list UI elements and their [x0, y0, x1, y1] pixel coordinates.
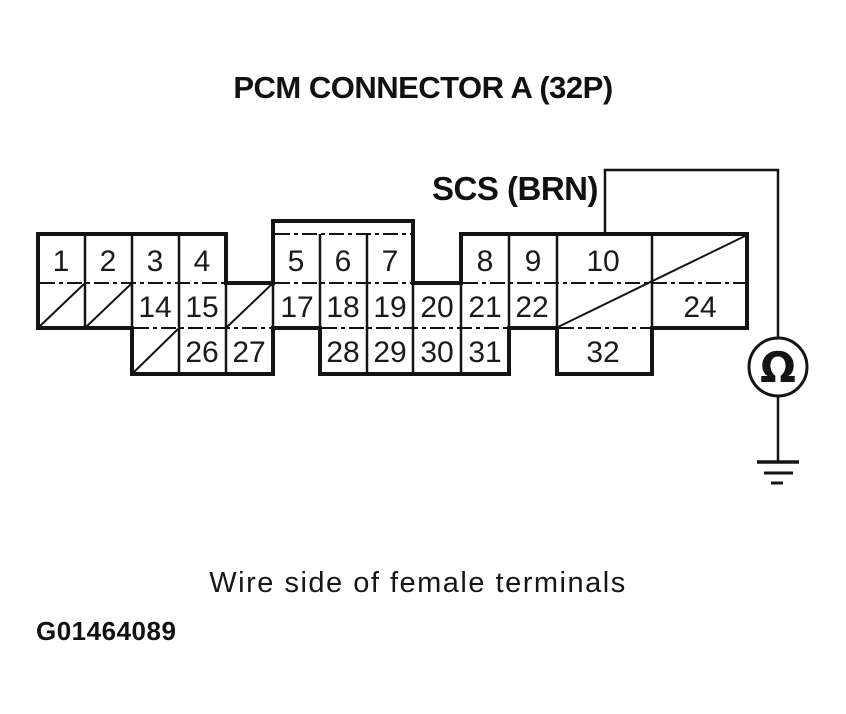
- pin-6: 6: [335, 245, 352, 278]
- cell-dividers-horizontal: [40, 233, 745, 329]
- pin-22: 22: [515, 291, 548, 324]
- wire-color-label: SCS (BRN): [432, 170, 599, 207]
- pin-27: 27: [232, 336, 265, 369]
- test-probe-wire: [603, 168, 780, 338]
- pin-30: 30: [420, 336, 453, 369]
- pin-9: 9: [525, 245, 542, 278]
- pin-20: 20: [420, 291, 453, 324]
- pin-32: 32: [586, 336, 619, 369]
- pin-14: 14: [138, 291, 171, 324]
- ohmmeter-icon: Ω: [747, 336, 809, 398]
- pin-7: 7: [382, 245, 399, 278]
- ohm-symbol: Ω: [760, 343, 796, 392]
- connector-outline: [36, 219, 749, 376]
- no-pin-slash-large: [557, 235, 746, 328]
- pin-19: 19: [373, 291, 406, 324]
- cell-dividers-vertical: [83, 234, 654, 374]
- no-pin-slash: [226, 283, 273, 328]
- ground-icon: [757, 460, 799, 485]
- pin-31: 31: [468, 336, 501, 369]
- pin-5: 5: [288, 245, 305, 278]
- no-pin-slash: [85, 283, 132, 328]
- pin-8: 8: [477, 245, 494, 278]
- pin-1: 1: [53, 245, 70, 278]
- pin-numbers: 1 2 3 4 5 6 7 8 9 10 14 15 17 18 19 20 2…: [53, 245, 717, 369]
- pin-2: 2: [100, 245, 117, 278]
- pin-24: 24: [683, 291, 716, 324]
- no-pin-slash: [38, 283, 85, 328]
- pin-3: 3: [147, 245, 164, 278]
- page-title: PCM CONNECTOR A (32P): [233, 70, 613, 105]
- pin-17: 17: [280, 291, 313, 324]
- pin-4: 4: [194, 245, 211, 278]
- pin-15: 15: [185, 291, 218, 324]
- pin-21: 21: [468, 291, 501, 324]
- pin-10: 10: [586, 245, 619, 278]
- pin-18: 18: [326, 291, 359, 324]
- pin-28: 28: [326, 336, 359, 369]
- scs-wire-path: [603, 168, 780, 338]
- pin-26: 26: [185, 336, 218, 369]
- no-pin-slashes: [38, 235, 746, 374]
- pin-29: 29: [373, 336, 406, 369]
- caption-wire-side: Wire side of female terminals: [209, 567, 627, 599]
- connector-grid: [36, 219, 749, 376]
- doc-number: G01464089: [36, 616, 177, 646]
- no-pin-slash: [132, 328, 179, 374]
